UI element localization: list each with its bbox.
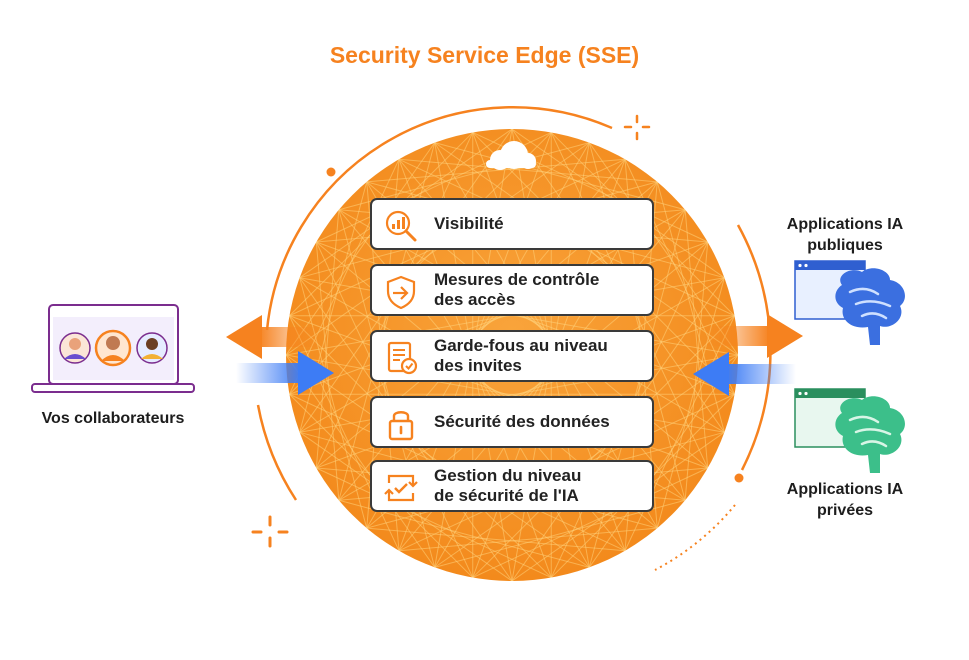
arrow-left-blue	[693, 352, 796, 396]
private-ai-apps-label: Applications IA privées	[786, 481, 904, 519]
cloud-logo-icon	[486, 141, 536, 170]
mesh-line	[656, 181, 725, 433]
diagram-title: Security Service Edge (SSE)	[329, 42, 640, 68]
mesh-line	[289, 132, 552, 395]
sparkle-icon	[623, 114, 651, 141]
refresh-check-icon	[384, 474, 418, 502]
feature-access-control: Mesures de contrôle des accès	[370, 264, 654, 316]
feature-prompt-guardrails: Garde-fous au niveau des invites	[370, 330, 654, 382]
mesh-line	[684, 209, 709, 469]
feature-visibility: Visibilité	[370, 198, 654, 250]
document-check-icon	[387, 341, 418, 375]
feature-ai-posture: Gestion du niveau de sécurité de l'IA	[370, 460, 654, 512]
mesh-line	[684, 241, 709, 501]
browser-brain-blue-icon	[794, 260, 905, 345]
mesh-line	[656, 277, 725, 529]
outer-arc-top	[265, 105, 613, 331]
magnifier-chart-icon	[385, 210, 417, 242]
sparkle-icon	[251, 515, 289, 548]
outer-arc-right	[736, 224, 772, 471]
arrow-left-orange	[226, 315, 322, 359]
shield-arrow-icon	[386, 275, 416, 309]
arrow-right-orange	[704, 314, 803, 358]
padlock-icon	[388, 411, 414, 441]
feature-label: Sécurité des données	[434, 412, 610, 431]
outer-arc-left	[256, 404, 298, 501]
arrow-right-blue	[236, 351, 334, 395]
arc-dot	[326, 167, 336, 177]
arc-dot	[734, 473, 744, 483]
feature-data-security: Sécurité des données	[370, 396, 654, 448]
laptop-users-icon	[31, 304, 195, 393]
feature-label: Visibilité	[434, 214, 504, 233]
mesh-line	[472, 132, 735, 395]
public-ai-apps-label: Applications IA publiques	[786, 216, 904, 254]
browser-brain-green-icon	[794, 388, 905, 473]
feature-label: Mesures de contrôle des accès	[434, 270, 600, 309]
users-label: Vos collaborateurs	[41, 410, 185, 427]
feature-label: Gestion du niveau de sécurité de l'IA	[434, 466, 582, 505]
feature-label: Garde-fous au niveau des invites	[434, 336, 608, 375]
